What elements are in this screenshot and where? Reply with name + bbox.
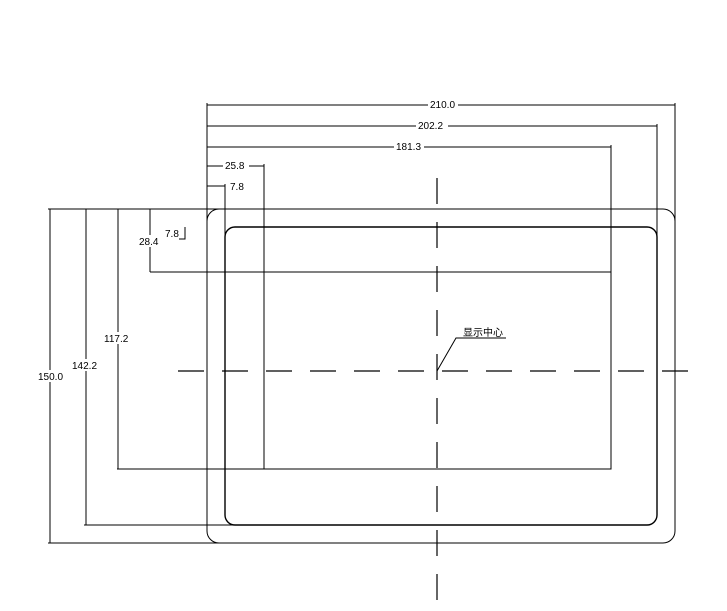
label-left-offset-large: 25.8 <box>225 161 245 172</box>
outer-panel-outline <box>206 208 676 544</box>
label-frame-height: 142.2 <box>72 361 97 372</box>
center-label: 显示中心 <box>463 326 503 339</box>
center-leader-line <box>436 337 506 372</box>
inner-bezel-outline <box>224 226 658 526</box>
dim-line-top-offset-small <box>179 227 186 240</box>
label-top-offset-small: 7.8 <box>165 229 179 240</box>
label-left-offset-small: 7.8 <box>230 182 244 193</box>
label-display-height: 117.2 <box>104 334 129 345</box>
label-overall-height: 150.0 <box>38 372 63 383</box>
label-display-width: 181.3 <box>396 142 421 153</box>
label-overall-width: 210.0 <box>430 100 455 111</box>
label-top-offset-large: 28.4 <box>139 237 159 248</box>
label-frame-width: 202.2 <box>418 121 443 132</box>
